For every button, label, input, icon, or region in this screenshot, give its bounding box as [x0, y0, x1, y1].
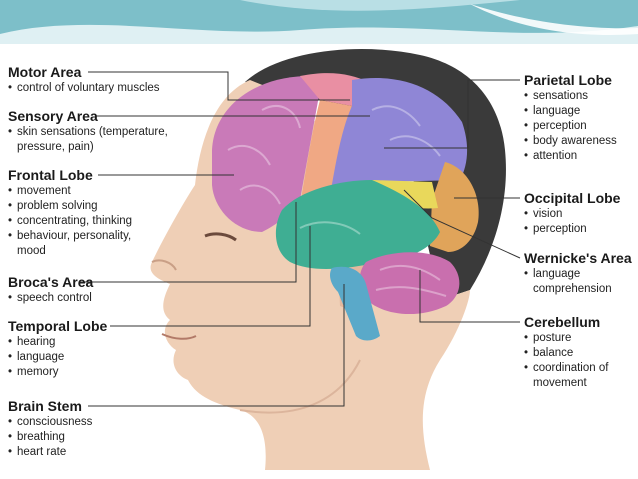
motor-area	[300, 73, 368, 106]
list-item: •behaviour, personality,	[8, 230, 132, 242]
temporal-lobe-list: •hearing •language •memory	[8, 335, 107, 380]
cerebellum	[359, 252, 460, 315]
frontal-lobe-title: Frontal Lobe	[8, 167, 93, 183]
list-item: •language	[524, 105, 581, 117]
frontal-lobe	[212, 76, 320, 232]
list-item: •memory	[8, 366, 59, 378]
label-brocas-area: Broca's Area •speech control	[8, 274, 93, 306]
motor-area-list: •control of voluntary muscles	[8, 81, 160, 96]
label-brain-stem: Brain Stem •consciousness •breathing •he…	[8, 398, 92, 460]
list-item: •hearing	[8, 336, 56, 348]
list-item: •language	[8, 351, 65, 363]
label-sensory-area: Sensory Area •skin sensations (temperatu…	[8, 108, 168, 155]
label-temporal-lobe: Temporal Lobe •hearing •language •memory	[8, 318, 107, 380]
sensory-area-list: •skin sensations (temperature, pressure,…	[8, 125, 168, 155]
list-item: •sensations	[524, 90, 588, 102]
list-item: •speech control	[8, 292, 92, 304]
list-item: •body awareness	[524, 135, 617, 147]
list-item: movement	[533, 377, 587, 389]
list-item: •heart rate	[8, 446, 67, 458]
label-cerebellum: Cerebellum •posture •balance •coordinati…	[524, 314, 608, 391]
leader-temporal	[110, 226, 311, 327]
eye	[204, 232, 237, 242]
label-occipital-lobe: Occipital Lobe •vision •perception	[524, 190, 620, 237]
list-item: •control of voluntary muscles	[8, 82, 160, 94]
wernickes-area-title: Wernicke's Area	[524, 250, 632, 266]
leader-motor	[88, 71, 350, 101]
parietal-lobe-title: Parietal Lobe	[524, 72, 612, 88]
occipital-lobe-title: Occipital Lobe	[524, 190, 621, 206]
list-item: •breathing	[8, 431, 65, 443]
parietal-lobe-list: •sensations •language •perception •body …	[524, 89, 617, 164]
gyri-texture	[227, 105, 447, 297]
list-item: •skin sensations (temperature,	[8, 126, 168, 138]
cerebellum-title: Cerebellum	[524, 314, 601, 330]
brain-stem-list: •consciousness •breathing •heart rate	[8, 415, 92, 460]
list-item: •coordination of	[524, 362, 609, 374]
list-item: •problem solving	[8, 200, 98, 212]
wernickes-area-list: •language comprehension	[524, 267, 632, 297]
temporal-lobe	[275, 180, 440, 269]
label-motor-area: Motor Area •control of voluntary muscles	[8, 64, 160, 96]
cerebellum-list: •posture •balance •coordination of movem…	[524, 331, 608, 391]
top-banner	[0, 0, 638, 44]
list-item: •balance	[524, 347, 574, 359]
brocas-area-list: •speech control	[8, 291, 93, 306]
list-item: •perception	[524, 120, 587, 132]
list-item: •language	[524, 268, 581, 280]
leader-wernicke	[403, 189, 521, 259]
list-item: mood	[17, 245, 46, 257]
list-item: •posture	[524, 332, 572, 344]
list-item: comprehension	[533, 283, 612, 295]
motor-area-title: Motor Area	[8, 64, 82, 80]
label-wernickes-area: Wernicke's Area •language comprehension	[524, 250, 632, 297]
brocas-area-title: Broca's Area	[8, 274, 94, 290]
list-item: •concentrating, thinking	[8, 215, 133, 227]
parietal-lobe	[330, 77, 468, 196]
mouth	[161, 333, 197, 340]
sensory-area-title: Sensory Area	[8, 108, 98, 124]
leader-lines	[80, 71, 521, 407]
list-item: •vision	[524, 208, 563, 220]
leader-brainstem	[88, 284, 345, 407]
temporal-lobe-title: Temporal Lobe	[8, 318, 108, 334]
sensory-area	[300, 100, 352, 205]
list-item: •movement	[8, 185, 71, 197]
jaw-shade	[239, 359, 361, 414]
occipital-lobe-list: •vision •perception	[524, 207, 620, 237]
leader-parietal	[384, 79, 520, 149]
nose-shade	[151, 259, 177, 271]
label-parietal-lobe: Parietal Lobe •sensations •language •per…	[524, 72, 617, 164]
frontal-lobe-list: •movement •problem solving •concentratin…	[8, 184, 132, 259]
list-item: pressure, pain)	[17, 141, 94, 153]
list-item: •perception	[524, 223, 587, 235]
list-item: •attention	[524, 150, 578, 162]
brain-stem	[330, 266, 380, 341]
leader-broca	[80, 202, 297, 283]
list-item: •consciousness	[8, 416, 93, 428]
leader-cerebellum	[419, 270, 520, 323]
label-frontal-lobe: Frontal Lobe •movement •problem solving …	[8, 167, 132, 259]
brain-stem-title: Brain Stem	[8, 398, 82, 414]
occipital-lobe	[430, 162, 479, 252]
